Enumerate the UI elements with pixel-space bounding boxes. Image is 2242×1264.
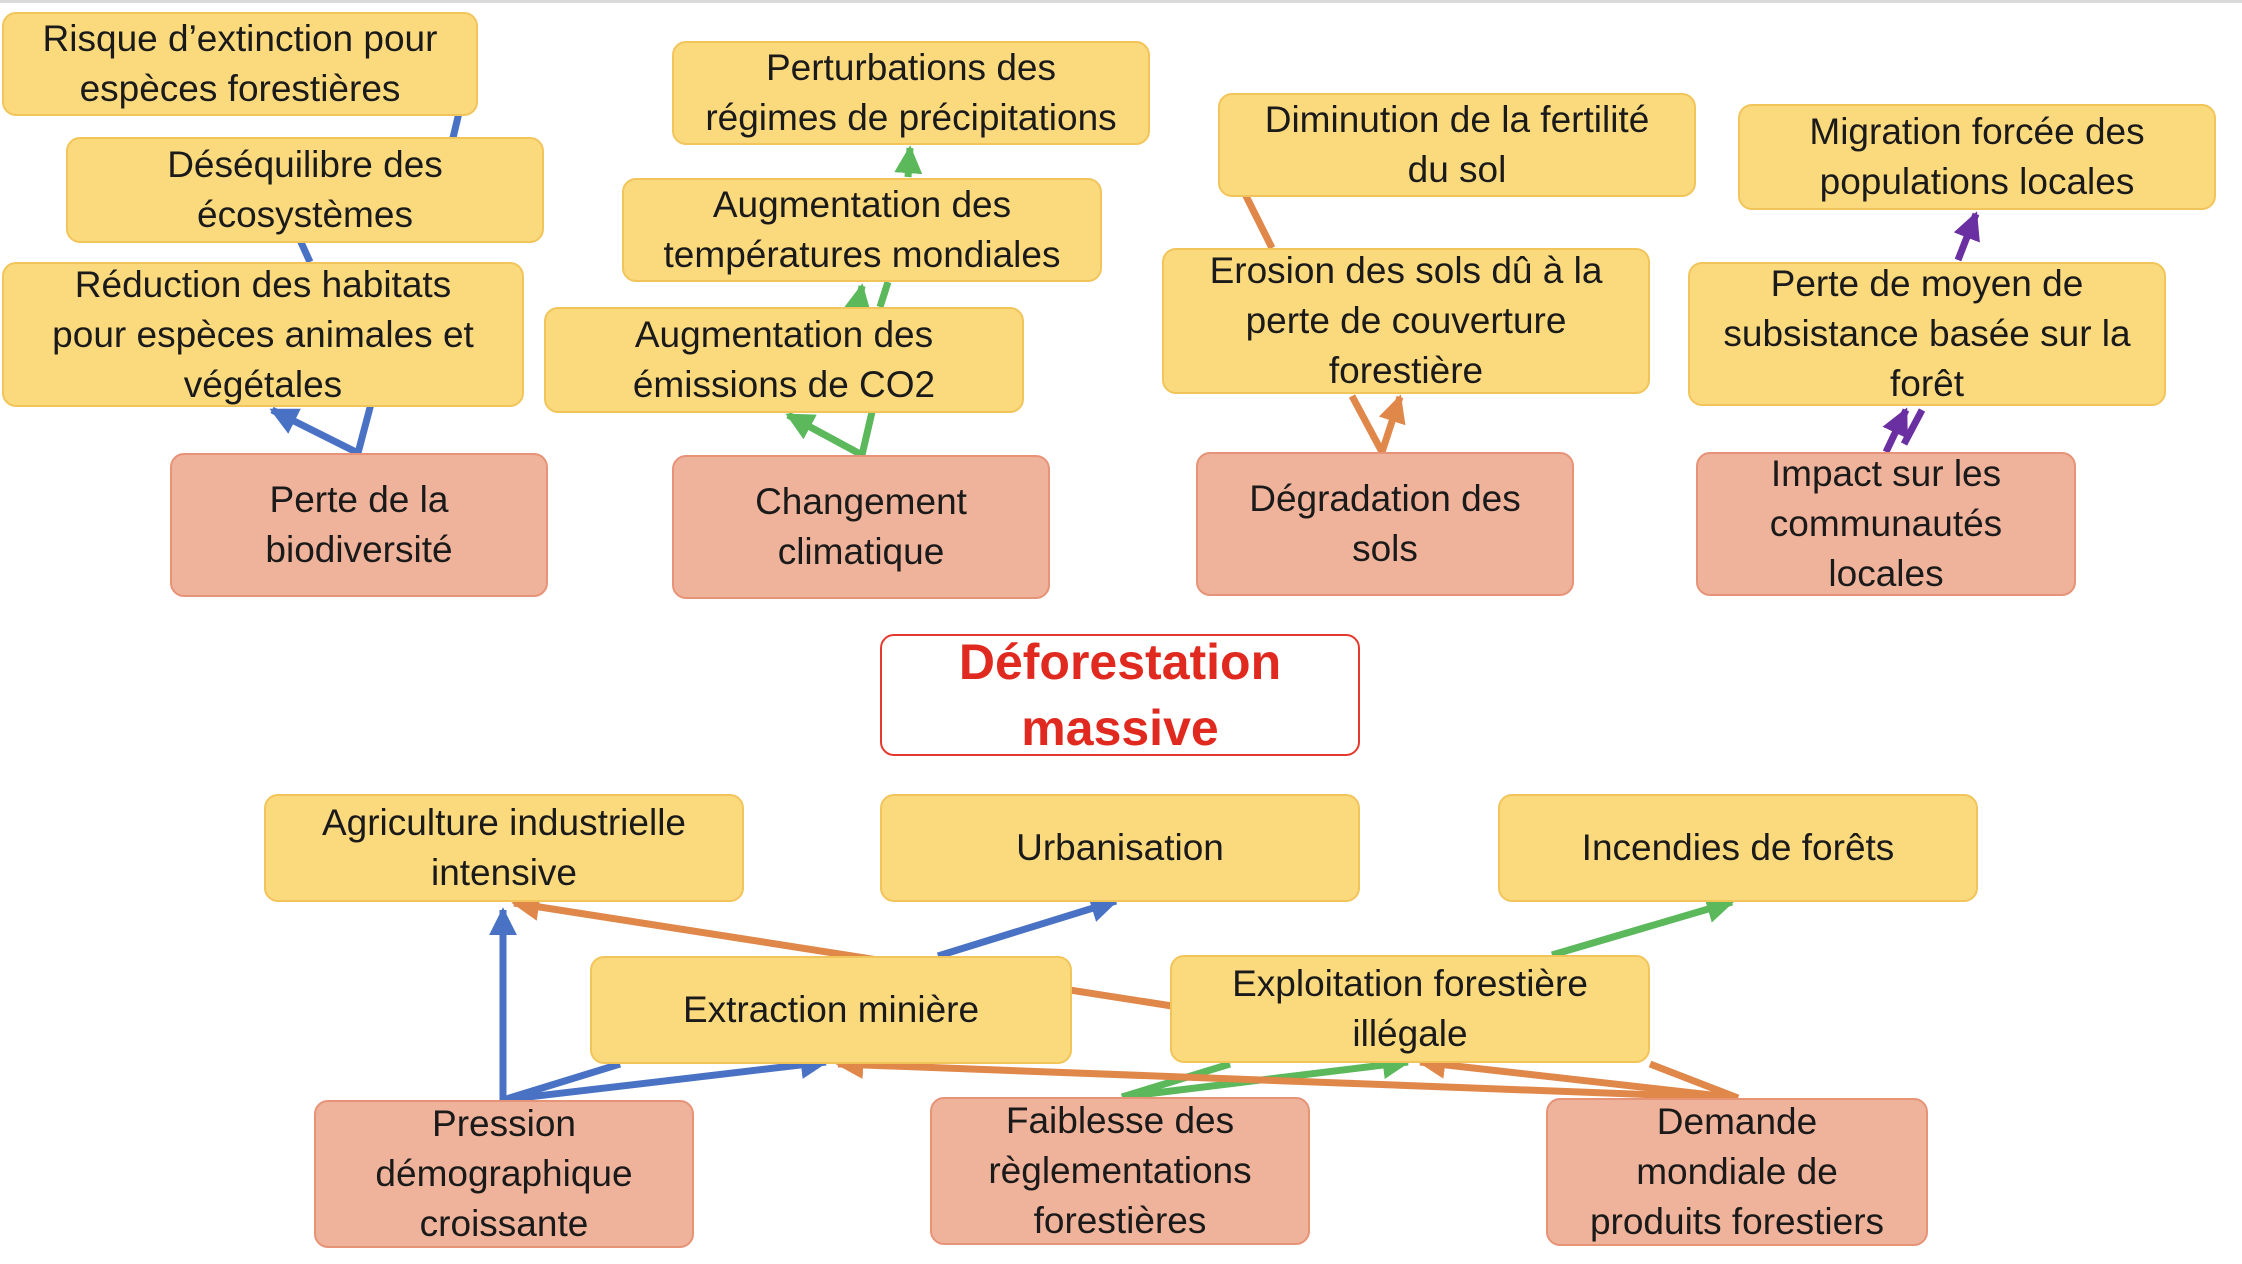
box-extraction-miniere: Extraction minière — [590, 956, 1072, 1064]
box-migration-forcee: Migration forcée des populations locales — [1738, 104, 2216, 210]
arrow-demande-to-exploitation — [1417, 1050, 1739, 1102]
arrow-biodiv-to-reduction-2 — [354, 399, 376, 454]
arrow-degradation-to-erosion-2 — [1378, 394, 1406, 454]
box-degradation-sols: Dégradation des sols — [1196, 452, 1574, 596]
box-desequilibre-ecosystemes: Déséquilibre des écosystèmes — [66, 137, 544, 243]
box-reduction-habitats: Réduction des habitats pour espèces anim… — [2, 262, 524, 407]
box-pression-demographique: Pression démographique croissante — [314, 1100, 694, 1248]
arrow-climat-to-co2-2 — [858, 411, 876, 456]
arrow-temp-to-precip — [894, 145, 923, 178]
arrow-reduction-to-desequilibre — [296, 238, 314, 264]
arrow-impact-to-perte-moyen-2 — [1900, 408, 1926, 446]
box-perturbations-precipitations: Perturbations des régimes de précipitati… — [672, 41, 1150, 145]
box-erosion-sols: Erosion des sols dû à la perte de couver… — [1162, 248, 1650, 394]
arrow-pression-to-extraction-2 — [501, 1060, 622, 1104]
arrow-demande-to-exploitation-2 — [1648, 1060, 1740, 1102]
box-perte-biodiversite: Perte de la biodiversité — [170, 453, 548, 597]
arrow-exploitation-to-incendies — [1551, 895, 1735, 959]
box-perte-moyen-subsistance: Perte de moyen de subsistance basée sur … — [1688, 262, 2166, 406]
box-urbanisation: Urbanisation — [880, 794, 1360, 902]
box-demande-mondiale: Demande mondiale de produits forestiers — [1546, 1098, 1928, 1246]
arrow-co2-to-temp-2 — [843, 283, 872, 314]
box-exploitation-illegale: Exploitation forestière illégale — [1170, 955, 1650, 1063]
top-border-line — [0, 0, 2242, 3]
central-title: Déforestation massive — [880, 634, 1360, 756]
box-changement-climatique: Changement climatique — [672, 455, 1050, 599]
box-incendies-forets: Incendies de forêts — [1498, 794, 1978, 902]
arrow-biodiv-to-reduction — [269, 406, 360, 457]
box-risque-extinction: Risque d’extinction pour espèces foresti… — [2, 12, 478, 116]
arrow-perte-moyen-to-migration — [1953, 211, 1980, 262]
arrow-extraction-to-urbanisation — [936, 895, 1119, 960]
box-faiblesse-reglementations: Faiblesse des règlementations forestière… — [930, 1097, 1310, 1245]
arrow-pression-to-extraction — [502, 1051, 829, 1104]
arrow-degradation-to-erosion — [1348, 394, 1386, 454]
box-augmentation-temperatures: Augmentation des températures mondiales — [622, 178, 1102, 282]
arrow-impact-to-perte-moyen — [1882, 407, 1910, 454]
box-impact-communautes: Impact sur les communautés locales — [1696, 452, 2076, 596]
box-agriculture-intensive: Agriculture industrielle intensive — [264, 794, 744, 902]
arrow-demande-to-extraction — [835, 1050, 1739, 1102]
arrow-co2-to-temp — [876, 280, 892, 309]
box-augmentation-co2: Augmentation des émissions de CO2 — [544, 307, 1024, 413]
box-diminution-fertilite: Diminution de la fertilité du sol — [1218, 93, 1696, 197]
arrow-faiblesse-to-exploitation-2 — [1120, 1060, 1232, 1101]
arrow-climat-to-co2 — [785, 411, 864, 459]
